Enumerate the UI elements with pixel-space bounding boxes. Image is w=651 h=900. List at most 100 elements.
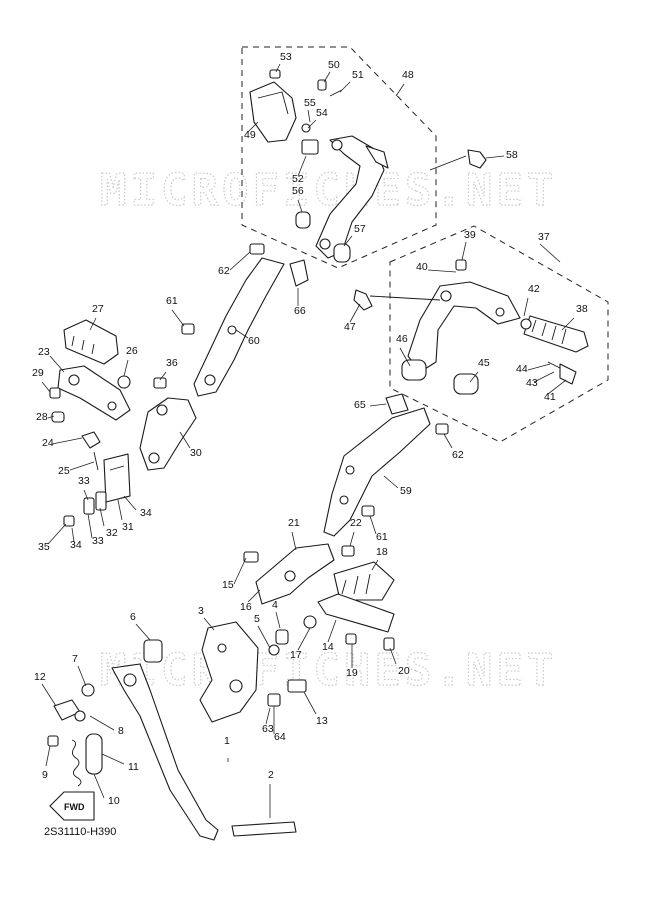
callout-64: 64 (274, 731, 286, 743)
front-footrest-bracket-21 (243, 543, 355, 605)
leader-line-26 (123, 359, 129, 377)
callout-34: 34 (70, 539, 82, 551)
leader-line-24 (51, 437, 83, 445)
leader-line-28 (47, 415, 55, 419)
callout-10: 10 (108, 795, 120, 807)
left-stay-30 (139, 397, 197, 471)
callout-62: 62 (218, 265, 230, 277)
fwd-label: FWD (64, 802, 85, 812)
leader-line-65 (369, 403, 387, 407)
right-small-parts (353, 259, 577, 385)
callout-15: 15 (222, 579, 234, 591)
leader-line-47 (349, 303, 361, 323)
callout-5: 5 (254, 613, 260, 625)
leader-line-54 (307, 119, 317, 129)
leader-line-51 (339, 81, 351, 93)
group-box-37 (389, 225, 609, 443)
leader-line-33 (87, 513, 93, 539)
leader-line-11 (101, 753, 125, 765)
callout-66: 66 (294, 305, 306, 317)
leader-line-44 (527, 363, 551, 371)
leader-line-6 (135, 623, 151, 641)
sidestand-bracket-3 (199, 621, 259, 723)
leader-line-21 (291, 531, 297, 551)
leader-line-59 (383, 475, 399, 489)
callout-14: 14 (322, 641, 334, 653)
leader-line-30 (179, 431, 191, 449)
leader-line-42 (523, 297, 529, 317)
leader-line-9 (45, 745, 51, 767)
diagram-code: 2S31110-H390 (44, 826, 117, 838)
callout-17: 17 (290, 649, 302, 661)
callout-61: 61 (376, 531, 388, 543)
callout-50: 50 (328, 59, 340, 71)
callout-38: 38 (576, 303, 588, 315)
left-footrest-27 (63, 319, 119, 365)
leader-line-5 (257, 625, 271, 649)
leader-line-22 (349, 531, 355, 547)
callout-58: 58 (506, 149, 518, 161)
callout-41: 41 (544, 391, 556, 403)
callout-31: 31 (122, 521, 134, 533)
small-parts-top (269, 69, 487, 263)
callout-40: 40 (416, 261, 428, 273)
callout-6: 6 (130, 611, 136, 623)
callout-49: 49 (244, 129, 256, 141)
leader-line-15 (233, 557, 247, 585)
leader-line-10 (93, 773, 105, 799)
left-small-parts (49, 375, 167, 471)
watermark-top: MICROFICHES.NET (100, 165, 557, 216)
callout-2: 2 (268, 769, 274, 781)
leader-line-36 (159, 371, 167, 381)
heel-guard-49 (249, 81, 297, 143)
callout-29: 29 (32, 367, 44, 379)
leader-line-23 (49, 355, 65, 373)
callout-1: 1 (224, 735, 230, 747)
leader-line-38 (561, 317, 575, 331)
callout-23: 23 (38, 346, 50, 358)
leader-line-58 (485, 155, 505, 159)
callout-65: 65 (354, 399, 366, 411)
callout-12: 12 (34, 671, 46, 683)
upper-rear-footrest-bracket (315, 135, 389, 259)
leader-line-13 (303, 691, 317, 715)
rear-footpeg-38 (520, 315, 589, 353)
group-box-48 (241, 46, 437, 269)
front-footrest-18 (333, 561, 395, 601)
callout-37: 37 (538, 231, 550, 243)
leader-line-63 (265, 707, 271, 725)
callout-26: 26 (126, 345, 138, 357)
callout-8: 8 (118, 725, 124, 737)
callout-35: 35 (38, 541, 50, 553)
leader-line-40 (427, 269, 457, 273)
leader-line-12 (41, 683, 57, 707)
leader-line-60 (235, 329, 249, 339)
callout-51: 51 (352, 69, 364, 81)
leader-line-48 (395, 83, 405, 97)
callout-34: 34 (140, 507, 152, 519)
leader-line-53 (275, 63, 281, 73)
callout-22: 22 (350, 517, 362, 529)
front-footrest-base-14 (303, 593, 395, 651)
callout-62: 62 (452, 449, 464, 461)
callout-25: 25 (58, 465, 70, 477)
callout-45: 45 (478, 357, 490, 369)
leader-line-46 (399, 347, 411, 367)
callout-48: 48 (402, 69, 414, 81)
leader-line-18 (371, 559, 379, 571)
leader-lines (41, 63, 575, 818)
callout-39: 39 (464, 229, 476, 241)
callout-30: 30 (190, 447, 202, 459)
callout-36: 36 (166, 357, 178, 369)
callout-47: 47 (344, 321, 356, 333)
callout-55: 55 (304, 97, 316, 109)
leader-line-8 (89, 715, 115, 731)
callout-53: 53 (280, 51, 292, 63)
callout-59: 59 (400, 485, 412, 497)
callout-56: 56 (292, 185, 304, 197)
callout-42: 42 (528, 283, 540, 295)
leader-line-56 (297, 199, 303, 213)
leader-line-25 (69, 461, 95, 471)
